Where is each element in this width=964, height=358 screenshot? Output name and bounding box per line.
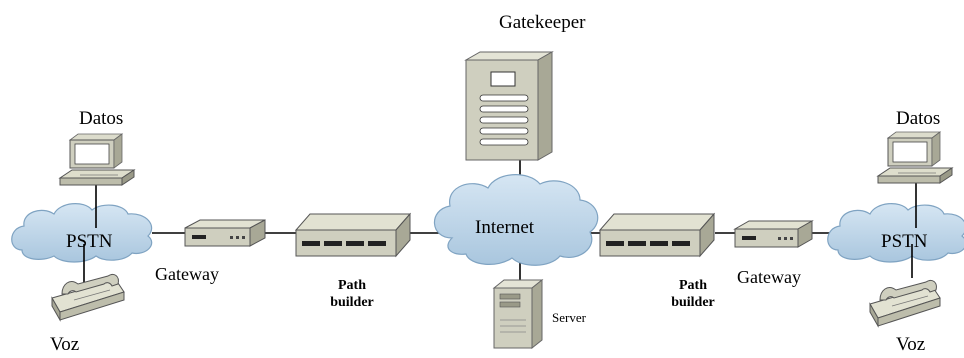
left-path-builder-device-icon xyxy=(294,212,412,258)
left-voz-label: Voz xyxy=(50,334,80,355)
left-path-builder-line2: builder xyxy=(330,295,374,310)
left-path-builder-line1: Path xyxy=(338,278,366,293)
left-datos-laptop-icon xyxy=(58,133,136,186)
left-path-builder-label: Path builder xyxy=(322,277,382,311)
internet-cloud-icon xyxy=(433,174,599,266)
left-gateway-device-icon xyxy=(184,219,266,247)
left-pstn-label: PSTN xyxy=(66,231,113,252)
right-path-builder-device-icon xyxy=(598,212,716,258)
right-datos-label: Datos xyxy=(896,108,941,129)
left-datos-label: Datos xyxy=(79,108,124,129)
internet-label: Internet xyxy=(475,217,535,238)
server-tower-icon xyxy=(492,278,544,350)
right-voz-phone-icon xyxy=(869,279,941,328)
left-voz-phone-icon xyxy=(51,273,125,322)
right-pstn-label: PSTN xyxy=(881,231,928,252)
right-path-builder-label: Path builder xyxy=(663,277,723,311)
gatekeeper-server-icon xyxy=(464,51,554,161)
gatekeeper-label: Gatekeeper xyxy=(499,12,586,33)
left-gateway-label: Gateway xyxy=(155,264,219,284)
pstn-drop-lines xyxy=(83,180,917,290)
right-gateway-device-icon xyxy=(733,220,814,248)
left-pstn-cloud-icon xyxy=(11,203,153,263)
right-path-builder-line2: builder xyxy=(671,295,715,310)
right-voz-label: Voz xyxy=(896,334,926,355)
right-path-builder-line1: Path xyxy=(679,278,707,293)
server-label: Server xyxy=(552,310,586,325)
right-datos-laptop-icon xyxy=(876,131,954,184)
right-gateway-label: Gateway xyxy=(737,267,801,287)
